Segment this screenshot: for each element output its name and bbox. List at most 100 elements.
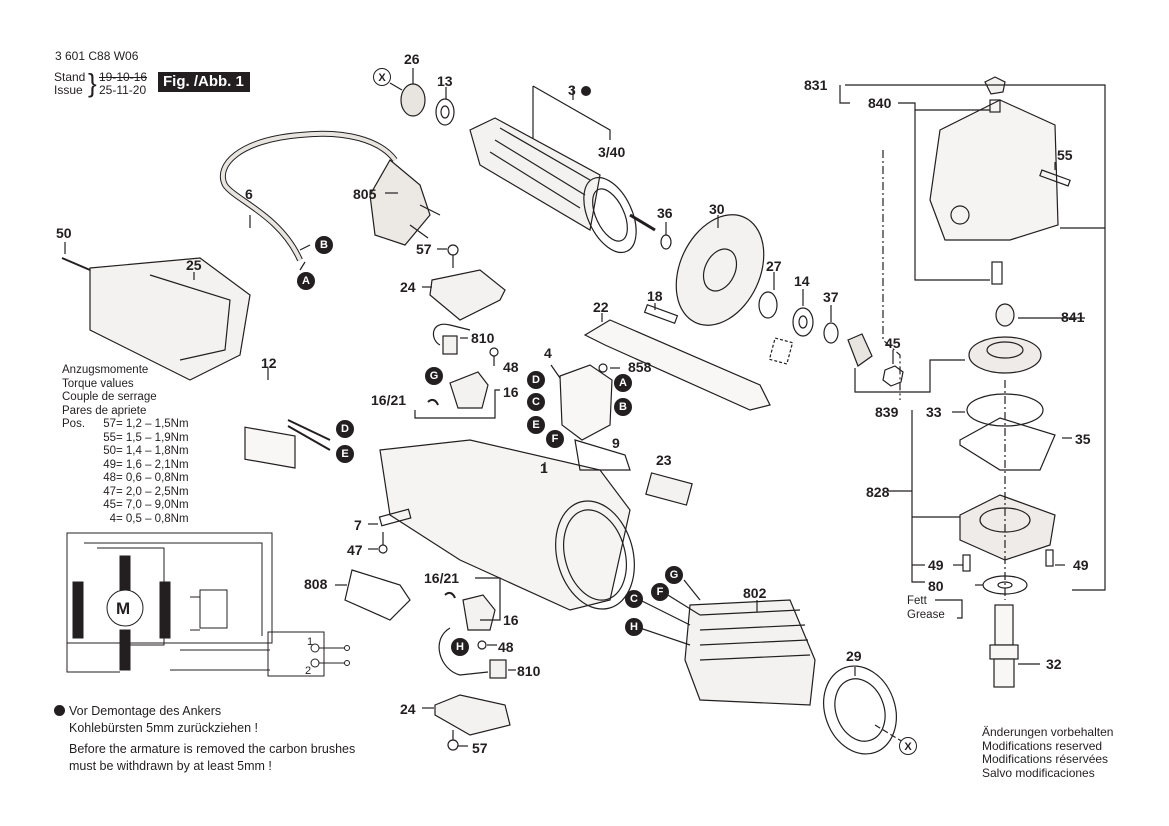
part-label-9[interactable]: 9 — [612, 435, 620, 451]
torque-row: 4= 0,5 – 0,8Nm — [109, 512, 189, 525]
part-label-810-bottom[interactable]: 810 — [517, 663, 541, 679]
spring-18 — [643, 303, 679, 325]
part-label-26[interactable]: 26 — [404, 51, 420, 67]
connector-e-capacitor: E — [336, 445, 354, 463]
part-label-37[interactable]: 37 — [823, 289, 839, 305]
part-label-831[interactable]: 831 — [804, 77, 828, 93]
brush-cover-24-top — [429, 269, 506, 321]
pos-label: Pos. — [62, 418, 86, 430]
connector-e-switch: E — [527, 416, 545, 434]
connector-b-cord: B — [315, 236, 333, 254]
part-label-810-top[interactable]: 810 — [471, 330, 495, 346]
part-label-30[interactable]: 30 — [709, 201, 725, 217]
bearing-14 — [792, 307, 814, 337]
motor-housing-1 — [379, 439, 635, 611]
connector-f-coil: F — [651, 583, 669, 601]
part-label-13[interactable]: 13 — [437, 73, 453, 89]
part-label-839[interactable]: 839 — [875, 404, 899, 420]
part-label-48-bottom[interactable]: 48 — [498, 639, 514, 655]
part-label-16-21-top[interactable]: 16/21 — [371, 392, 407, 408]
motor-symbol: M — [116, 599, 131, 618]
issue-label: Issue — [54, 83, 83, 97]
part-label-12[interactable]: 12 — [261, 355, 277, 371]
reference-x-bottom: X — [899, 737, 917, 755]
pinion — [847, 333, 873, 367]
connector-g-top: G — [425, 367, 443, 385]
connector-a-cord: A — [297, 272, 315, 290]
torque-title-en: Torque values — [62, 377, 134, 390]
ring-26 — [400, 83, 426, 117]
part-label-80[interactable]: 80 — [928, 578, 944, 594]
part-label-49-left[interactable]: 49 — [928, 557, 944, 573]
part-label-828[interactable]: 828 — [866, 484, 890, 500]
part-label-57-top[interactable]: 57 — [416, 241, 432, 257]
part-label-22[interactable]: 22 — [593, 299, 609, 315]
part-label-36[interactable]: 36 — [657, 205, 673, 221]
armature-note: Vor Demontage des Ankers Kohlebürsten 5m… — [54, 703, 355, 775]
gear-housing — [929, 99, 1059, 241]
connector-h-coil: H — [625, 618, 643, 636]
part-label-24-top[interactable]: 24 — [400, 279, 416, 295]
armature-note-marker-icon — [581, 86, 591, 96]
nut-45 — [882, 365, 904, 387]
connector-f-switch: F — [546, 430, 564, 448]
part-label-808[interactable]: 808 — [304, 576, 328, 592]
part-label-50[interactable]: 50 — [56, 225, 72, 241]
part-label-802[interactable]: 802 — [743, 585, 767, 601]
part-label-3-40[interactable]: 3/40 — [598, 144, 626, 160]
torque-row: 49= 1,6 – 2,1Nm — [103, 458, 189, 471]
field-coil-802 — [684, 599, 816, 706]
torque-title-de: Anzugsmomente — [62, 364, 149, 376]
part-label-7[interactable]: 7 — [354, 517, 362, 533]
bearing-13 — [435, 98, 455, 126]
part-label-840[interactable]: 840 — [868, 95, 892, 111]
part-label-4[interactable]: 4 — [544, 345, 552, 361]
ring-27 — [758, 291, 778, 319]
torque-table: Anzugsmomente Torque values Couple de se… — [62, 364, 189, 526]
part-label-27[interactable]: 27 — [766, 258, 782, 274]
part-label-14[interactable]: 14 — [794, 273, 810, 289]
torque-title-fr: Couple de serrage — [62, 391, 157, 403]
part-number: 3 601 C88 W06 — [55, 49, 139, 63]
part-label-6[interactable]: 6 — [245, 186, 253, 202]
part-label-16-top[interactable]: 16 — [503, 384, 519, 400]
lever-22 — [583, 319, 771, 411]
part-label-29[interactable]: 29 — [846, 648, 862, 664]
connector-c-switch: C — [527, 393, 545, 411]
brush-holder-16-bottom — [462, 594, 496, 631]
part-label-16-bottom[interactable]: 16 — [503, 612, 519, 628]
spindle-32 — [989, 604, 1019, 688]
part-label-805[interactable]: 805 — [353, 186, 377, 202]
part-label-32[interactable]: 32 — [1046, 656, 1062, 672]
part-label-16-21-bottom[interactable]: 16/21 — [424, 570, 460, 586]
carbon-brush-810-top — [442, 335, 458, 355]
part-label-57-bottom[interactable]: 57 — [472, 740, 488, 756]
torque-title-es: Pares de apriete — [62, 404, 147, 417]
part-label-55[interactable]: 55 — [1057, 147, 1073, 163]
part-label-45[interactable]: 45 — [885, 335, 901, 351]
brush-holder-16-top — [449, 371, 489, 409]
part-label-48-top[interactable]: 48 — [503, 359, 519, 375]
part-label-1[interactable]: 1 — [540, 460, 548, 476]
part-label-841[interactable]: 841 — [1061, 309, 1085, 325]
connector-d-switch: D — [527, 371, 545, 389]
part-label-49-right[interactable]: 49 — [1073, 557, 1089, 573]
part-label-33[interactable]: 33 — [926, 404, 942, 420]
connector-g-coil: G — [665, 566, 683, 584]
grease-note: Fett Grease — [907, 595, 945, 621]
part-label-23[interactable]: 23 — [656, 452, 672, 468]
plug-805 — [369, 159, 441, 246]
part-label-35[interactable]: 35 — [1075, 431, 1091, 447]
part-label-24-bottom[interactable]: 24 — [400, 701, 416, 717]
needle-bearing-841 — [995, 303, 1015, 327]
part-label-47[interactable]: 47 — [347, 542, 363, 558]
part-label-3[interactable]: 3 — [568, 82, 576, 98]
part-label-25[interactable]: 25 — [186, 257, 202, 273]
rear-cover-25 — [89, 257, 251, 381]
part-label-858[interactable]: 858 — [628, 359, 652, 375]
part-label-18[interactable]: 18 — [647, 288, 663, 304]
connector-c-coil: C — [625, 590, 643, 608]
air-guide-ring-29 — [823, 665, 897, 755]
connector-d-capacitor: D — [336, 420, 354, 438]
